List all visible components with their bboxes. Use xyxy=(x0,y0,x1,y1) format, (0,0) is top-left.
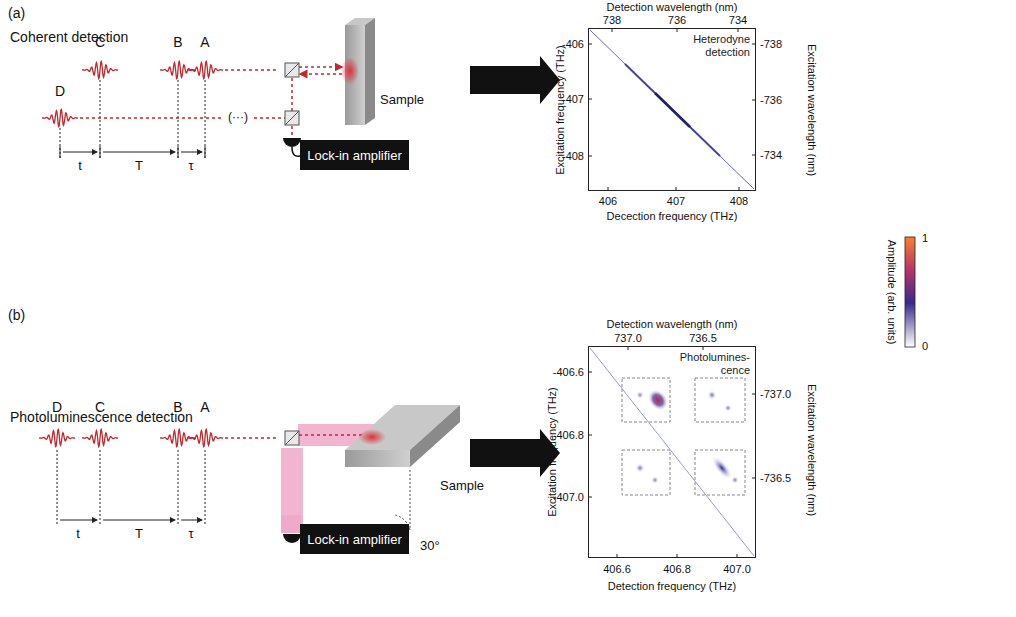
tick-label: 736 xyxy=(668,14,686,26)
tick-label: -406.8 xyxy=(553,429,584,441)
tick-label: 736.5 xyxy=(689,332,717,344)
tick-label: 408 xyxy=(730,195,748,207)
pulse-name: C xyxy=(95,35,105,50)
panel-label: Photolumines- cence xyxy=(672,351,750,376)
tick-label: -407.0 xyxy=(553,491,584,503)
tick-label: 407 xyxy=(667,195,685,207)
delay-label: τ xyxy=(188,159,193,173)
tick-label: 737.0 xyxy=(614,332,642,344)
axis-title: Excitation wavelength (nm) xyxy=(806,44,818,176)
laser-pulse xyxy=(187,429,223,446)
pulse-name: A xyxy=(200,400,209,415)
tick-label: -737.0 xyxy=(760,388,791,400)
spectrum-frame: Photolumines- cence xyxy=(588,346,756,558)
pulse-name: B xyxy=(173,400,182,415)
delay-label: T xyxy=(135,159,143,173)
laser-pulse xyxy=(42,109,78,126)
tick-label: -736 xyxy=(760,94,782,106)
pulse-name: D xyxy=(55,84,65,99)
colorbar-title: Amplitude (arb. units) xyxy=(886,240,898,345)
lock-in-box: Lock-in amplifier xyxy=(300,524,409,554)
delay-label: t xyxy=(78,159,82,173)
pulse-name: C xyxy=(95,400,105,415)
ellipsis: (···) xyxy=(228,111,248,124)
spectrum-frame: Heterodyne detection xyxy=(588,28,756,191)
tick-label: 406.6 xyxy=(603,563,631,575)
pulse-name: A xyxy=(200,35,209,50)
colorbar-tick: 0 xyxy=(922,340,928,352)
panel-title: Coherent detection xyxy=(10,30,128,45)
tick-label: 407.0 xyxy=(723,563,751,575)
laser-pulse xyxy=(82,61,118,78)
sample-label: Sample xyxy=(380,93,424,107)
tick-label: 406 xyxy=(599,195,617,207)
pulse-name: B xyxy=(173,35,182,50)
delay-label: τ xyxy=(188,527,193,541)
axis-title: Detection wavelength (nm) xyxy=(607,1,738,13)
axis-title: Detection wavelength (nm) xyxy=(607,318,738,330)
laser-pulse xyxy=(39,429,75,446)
delay-label: t xyxy=(76,527,80,541)
tick-label: -408 xyxy=(562,150,584,162)
lock-in-box: Lock-in amplifier xyxy=(300,140,409,170)
tick-label: 738 xyxy=(603,14,621,26)
tick-label: -734 xyxy=(760,149,782,161)
tick-label: -736.5 xyxy=(760,472,791,484)
laser-pulse xyxy=(82,429,118,446)
pulse-name: D xyxy=(52,400,62,415)
axis-title: Excitation wavelength (nm) xyxy=(806,384,818,516)
sample-label: Sample xyxy=(440,479,484,493)
tick-label: -406.6 xyxy=(553,366,584,378)
box-label: Lock-in amplifier xyxy=(307,148,402,163)
colorbar-tick: 1 xyxy=(922,232,928,244)
laser-pulse xyxy=(187,61,223,78)
tick-label: -406 xyxy=(562,38,584,50)
box-label: Lock-in amplifier xyxy=(307,532,402,547)
panel-letter: (b) xyxy=(8,308,25,323)
panel-label: Heterodyne detection xyxy=(672,33,750,58)
angle-label: 30° xyxy=(420,539,440,553)
tick-label: -407 xyxy=(562,93,584,105)
axis-title: Decection frequency (THz) xyxy=(607,210,738,222)
tick-label: -738 xyxy=(760,38,782,50)
tick-label: 406.8 xyxy=(663,563,691,575)
tick-label: 734 xyxy=(729,14,747,26)
delay-label: T xyxy=(135,527,143,541)
axis-title: Detection frequency (THz) xyxy=(608,580,736,592)
panel-letter: (a) xyxy=(8,6,25,21)
